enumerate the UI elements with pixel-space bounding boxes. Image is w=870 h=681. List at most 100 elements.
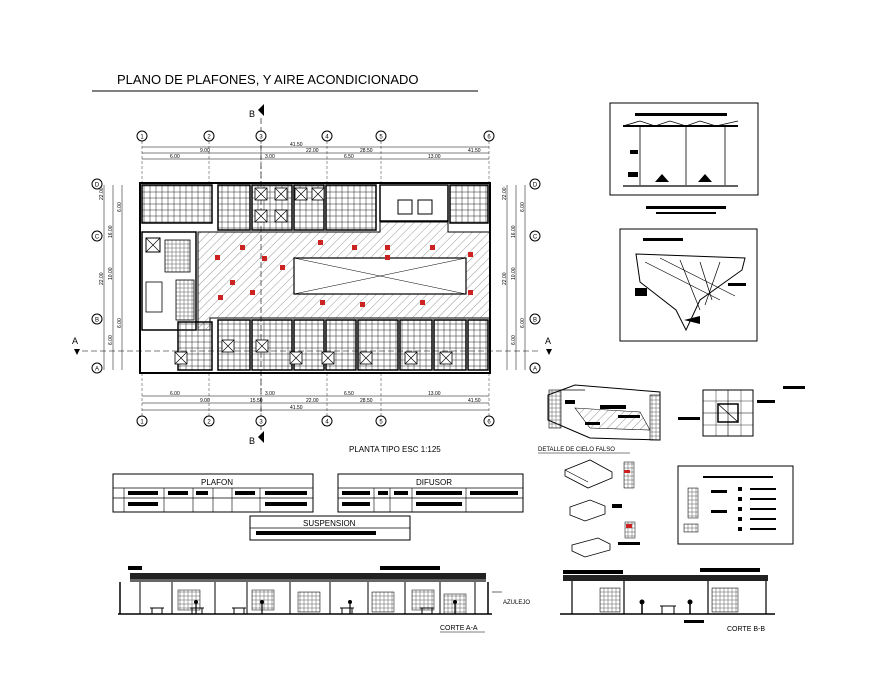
- diffuser-x-icon: [221, 339, 235, 353]
- axis-label: 3: [259, 420, 263, 426]
- dim-top-r3-0: 6.00: [170, 154, 180, 160]
- table-plafon: PLAFON: [112, 473, 314, 513]
- diffuser-red-icon: [360, 302, 365, 307]
- tile-wall: [251, 589, 275, 611]
- axis-bubble-col-6: 6: [483, 373, 495, 427]
- diffuser-red-icon: [352, 245, 357, 250]
- diffuser-red-icon: [215, 255, 220, 260]
- section-mark-a-right: A: [545, 336, 551, 346]
- legend-row: [738, 487, 776, 491]
- side-dim-label: 6.00: [520, 318, 526, 328]
- detail-false-ceiling: DETALLE DE CIELO FALSO: [538, 384, 661, 454]
- axis-bubble-row-C: C: [529, 230, 541, 242]
- diffuser-x-icon: [404, 351, 418, 365]
- table-difusor-title: DIFUSOR: [416, 478, 452, 487]
- diffuser-red-icon: [468, 290, 473, 295]
- person-icon: [194, 600, 198, 604]
- section-arrow-left-icon: [74, 349, 80, 355]
- axis-bubble-col-3: 3: [255, 130, 267, 183]
- diffuser-red-icon: [468, 252, 473, 257]
- axis-label: 6: [487, 135, 491, 141]
- stair-core: [379, 184, 449, 222]
- detail-perspective: [619, 228, 758, 342]
- axis-label: 4: [325, 135, 329, 141]
- person-icon: [260, 600, 264, 604]
- dim-bot-r2-4: 41.50: [468, 398, 481, 404]
- person-icon: [453, 600, 457, 604]
- dim-top-r3-1: 3.00: [265, 154, 275, 160]
- side-dim-label: 6.00: [117, 318, 123, 328]
- axis-bubble-col-6: 6: [483, 130, 495, 183]
- axis-bubble-col-5: 5: [375, 373, 387, 427]
- axis-label: 2: [207, 135, 211, 141]
- axis-label: B: [95, 318, 99, 324]
- section-arrow-right-icon: [546, 349, 552, 355]
- room-top-5: [325, 184, 377, 231]
- diffuser-red-icon: [262, 256, 267, 261]
- side-dim-label: 16.00: [108, 225, 114, 238]
- plan-caption: PLANTA TIPO ESC 1:125: [349, 445, 441, 454]
- diffuser-x-icon: [294, 187, 308, 201]
- dim-top-r3-3: 13.00: [428, 154, 441, 160]
- room-bot-9: [467, 319, 489, 371]
- diffusers-red: [215, 240, 473, 307]
- diffuser-red-icon: [250, 290, 255, 295]
- legend-box: [677, 465, 794, 545]
- dim-bot-r2-3: 28.50: [360, 398, 373, 404]
- axis-label: 6: [487, 420, 491, 426]
- axis-bubble-col-5: 5: [375, 130, 387, 183]
- diffusers-x: [174, 187, 453, 365]
- side-dim-label: 6.00: [108, 335, 114, 345]
- diffuser-x-icon: [174, 351, 188, 365]
- diffuser-red-icon: [420, 300, 425, 305]
- section-mark-b-top: B: [249, 109, 255, 119]
- dim-bot-r1-3: 13.00: [428, 391, 441, 397]
- dim-top-r2-3: 41.50: [468, 148, 481, 154]
- component-sketches: [564, 459, 640, 558]
- diffuser-x-icon: [359, 351, 373, 365]
- diffuser-red-icon: [320, 300, 325, 305]
- section-bb: CORTE B-B: [560, 568, 775, 633]
- table-icon: [420, 607, 434, 614]
- diffuser-red-icon: [230, 280, 235, 285]
- diffuser-red-icon: [280, 265, 285, 270]
- side-dim-label: 22.00: [99, 272, 105, 285]
- detail-tile-grid: [678, 386, 805, 437]
- axis-bubble-row-B: B: [529, 313, 541, 325]
- axis-label: 1: [140, 135, 144, 141]
- legend-row: [738, 517, 776, 521]
- diffuser-x-icon: [254, 209, 268, 223]
- axis-label: D: [533, 183, 538, 189]
- axis-label: 1: [140, 420, 144, 426]
- diffuser-x-icon: [274, 187, 288, 201]
- diffuser-x-icon: [289, 351, 303, 365]
- axis-label: C: [95, 235, 100, 241]
- table-difusor: DIFUSOR: [337, 473, 524, 513]
- section-aa-bays: [139, 582, 476, 615]
- diffuser-red-icon: [318, 240, 323, 245]
- diffuser-red-icon: [385, 245, 390, 250]
- tile-wall: [177, 589, 201, 611]
- axis-bubble-col-3: 3: [255, 373, 267, 427]
- diffuser-red-icon: [385, 255, 390, 260]
- dim-bot-r1-1: 3.00: [265, 391, 275, 397]
- axis-bubble-col-2: 2: [203, 130, 215, 183]
- bottom-dimensions: 6.00 3.00 6.50 13.00 9.00 15.50 22.00 28…: [142, 391, 489, 411]
- building-plan: [139, 182, 491, 374]
- diffuser-x-icon: [254, 187, 268, 201]
- side-dim-label: 6.00: [520, 202, 526, 212]
- detail-elevation-top: [609, 102, 759, 214]
- legend-row: [738, 497, 776, 501]
- tile-wall: [371, 591, 395, 613]
- diffuser-red-icon: [430, 245, 435, 250]
- dim-top-r2-0: 9.00: [200, 148, 210, 154]
- axis-label: D: [95, 183, 100, 189]
- diffuser-x-icon: [255, 339, 269, 353]
- dim-top-r3-2: 6.50: [344, 154, 354, 160]
- room-bot-5: [325, 319, 357, 371]
- tile-wall: [297, 591, 321, 613]
- axis-label: 4: [325, 420, 329, 426]
